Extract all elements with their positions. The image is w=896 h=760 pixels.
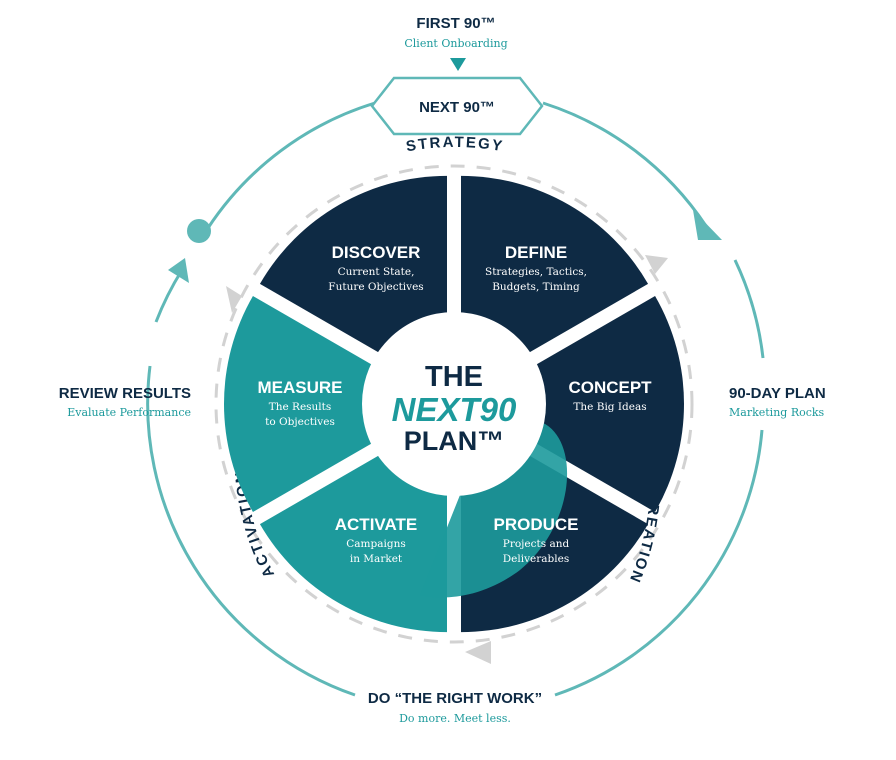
next90-label: NEXT 90™	[419, 99, 495, 116]
outer-cycle-ring	[146, 101, 765, 697]
segment-measure-subtitle: to Objectives	[265, 416, 335, 428]
segment-define-subtitle: Strategies, Tactics,	[485, 266, 587, 278]
dashed-arrow-bottom	[465, 641, 491, 664]
segment-discover-subtitle: Future Objectives	[328, 281, 423, 293]
review-results-title: REVIEW RESULTS	[59, 385, 191, 402]
strategy-arc-label: STRATEGY	[405, 134, 505, 155]
swirl-accent	[420, 420, 568, 598]
segment-discover-subtitle: Current State,	[338, 266, 415, 278]
right-work-title: DO “THE RIGHT WORK”	[368, 690, 542, 707]
segment-measure-title: MEASURE	[257, 378, 342, 397]
segment-define-title: DEFINE	[505, 243, 567, 262]
first90-arrow-down	[450, 58, 466, 71]
segment-activate-subtitle: in Market	[350, 553, 403, 565]
center-the: THE	[425, 361, 483, 393]
segment-discover-title: DISCOVER	[332, 243, 421, 262]
segment-produce-title: PRODUCE	[493, 515, 578, 534]
segment-concept	[468, 296, 684, 512]
center-hub: THE NEXT90 PLAN™	[362, 312, 546, 496]
segment-measure	[223, 296, 440, 512]
ninety-day-plan-subtitle: Marketing Rocks	[729, 406, 825, 419]
center-plan: PLAN™	[404, 426, 505, 456]
ring-arrow-left	[168, 258, 189, 283]
first90-title: FIRST 90™	[416, 15, 495, 32]
segment-concept-subtitle: The Big Ideas	[573, 401, 646, 413]
segment-define-subtitle: Budgets, Timing	[492, 281, 580, 293]
segment-activate-subtitle: Campaigns	[346, 538, 405, 550]
ninety-day-plan-title: 90-DAY PLAN	[729, 385, 826, 402]
segment-measure-subtitle: The Results	[269, 401, 332, 413]
ring-start-dot	[187, 219, 211, 243]
dashed-arrow-right	[645, 255, 668, 274]
ring-arrow-right	[693, 210, 722, 240]
segment-produce-subtitle: Projects and	[503, 538, 570, 550]
segment-concept-title: CONCEPT	[568, 378, 652, 397]
segment-activate-title: ACTIVATE	[335, 515, 417, 534]
dashed-arrow-left	[226, 286, 242, 313]
segment-produce-subtitle: Deliverables	[503, 553, 569, 565]
inner-dashed-ring	[214, 164, 694, 644]
first90-subtitle: Client Onboarding	[404, 37, 507, 50]
next90-hexagon: NEXT 90™	[370, 76, 544, 136]
center-next90: NEXT90	[392, 391, 517, 428]
review-results-subtitle: Evaluate Performance	[67, 406, 191, 419]
right-work-subtitle: Do more. Meet less.	[399, 712, 511, 725]
